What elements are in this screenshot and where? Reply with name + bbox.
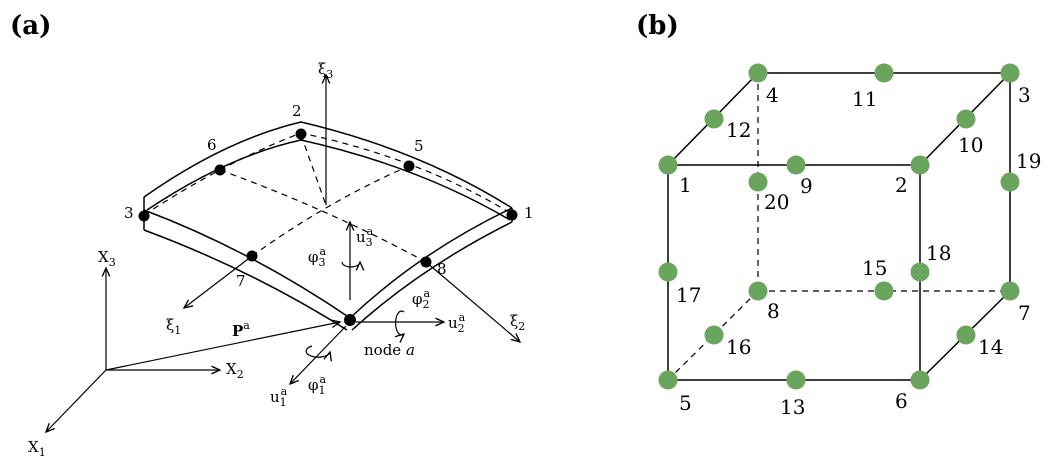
phi2-label: φ2a	[412, 287, 431, 311]
hex-node-label-17: 17	[676, 283, 701, 307]
hex-node-label-15: 15	[862, 256, 887, 280]
hex-node-label-9: 9	[800, 174, 813, 198]
shell-node-8	[420, 256, 432, 268]
hex-node-label-2: 2	[895, 173, 908, 197]
phi2-rotation	[396, 310, 404, 335]
hex-node-14	[956, 325, 976, 345]
hex-node-label-4: 4	[766, 83, 779, 107]
shell-node-5	[403, 160, 415, 172]
hex-node-label-18: 18	[926, 241, 951, 265]
shell-node-label-1: 1	[524, 204, 534, 222]
shell-front-left-edge-bottom	[143, 229, 348, 331]
hex-node-15	[874, 281, 894, 301]
u2-label: u2a	[448, 311, 466, 335]
shell-front-right-edge-bottom	[351, 221, 513, 331]
phi3-label: φ3a	[308, 245, 327, 269]
hex-node-label-8: 8	[767, 299, 780, 323]
shell-node-label-2: 2	[292, 102, 302, 120]
hex-node-10	[956, 109, 976, 129]
xi3-label: ξ3	[318, 60, 333, 81]
hex-node-6	[910, 370, 930, 390]
hex-node-label-13: 13	[780, 395, 805, 419]
panel-a: (a) ξ3 ξ1 ξ2	[10, 11, 534, 459]
local-axes: ξ3 ξ1 ξ2	[166, 60, 525, 342]
node-a-dofs: u3a φ3a u2a φ2a u1a φ1a node a	[270, 222, 466, 409]
hex-node-8	[748, 281, 768, 301]
hex-node-13	[786, 370, 806, 390]
hex-node-3	[1000, 63, 1020, 83]
phi1-label: φ1a	[308, 373, 327, 397]
hex-node-12	[704, 109, 724, 129]
hex-nodes: 1 2 3 4 5 6 7 8 9 10 11 12 13 1	[658, 63, 1041, 419]
hex-node-9	[786, 155, 806, 175]
u1-arrow	[290, 325, 347, 384]
hex-node-1	[658, 155, 678, 175]
hex-node-label-6: 6	[895, 389, 908, 413]
phi3-rotation	[341, 262, 360, 267]
phi1-rotation	[305, 345, 330, 357]
node-a-label: node a	[364, 341, 415, 359]
X2-label: X2	[226, 360, 244, 381]
shell-mid-dashed-edge	[143, 132, 513, 216]
shell-top-back-edge	[143, 121, 513, 209]
shell-node-3	[138, 210, 150, 222]
hex-node-label-10: 10	[958, 133, 983, 157]
hex-node-label-16: 16	[726, 335, 751, 359]
shell-nodes: 1 2 3 5 6 7 8	[124, 102, 534, 326]
panel-b: (b) 1 2 3 4	[636, 11, 1041, 419]
shell-node-2	[295, 128, 307, 140]
X1-axis	[46, 369, 107, 432]
hex-node-2	[910, 155, 930, 175]
hex-node-11	[874, 63, 894, 83]
hex-node-label-12: 12	[726, 118, 751, 142]
hex-node-label-20: 20	[764, 190, 789, 214]
position-vector-label: Pa	[232, 319, 250, 340]
shell-node-label-3: 3	[124, 204, 134, 222]
hex-node-label-1: 1	[679, 173, 692, 197]
shell-dash-7-5	[251, 165, 410, 257]
hex-node-label-19: 19	[1016, 149, 1041, 173]
hex-node-18	[910, 262, 930, 282]
hex-node-label-5: 5	[679, 391, 692, 415]
xi2-axis	[425, 261, 520, 342]
u3-label: u3a	[356, 225, 374, 249]
xi2-label: ξ2	[510, 312, 525, 333]
hex-node-16	[704, 325, 724, 345]
hex-node-label-11: 11	[852, 87, 877, 111]
X1-label: X1	[28, 438, 46, 459]
shell-element	[143, 121, 513, 331]
hex-node-7	[1000, 281, 1020, 301]
node-a-point	[344, 314, 356, 326]
xi1-axis	[184, 255, 253, 308]
shell-node-1	[506, 209, 518, 221]
hex-node-4	[748, 63, 768, 83]
position-vector-Pa	[105, 322, 340, 371]
shell-node-6	[214, 164, 226, 176]
hex-node-19	[1000, 172, 1020, 192]
shell-node-label-7: 7	[236, 272, 246, 290]
hex-node-label-7: 7	[1018, 301, 1031, 325]
xi1-label: ξ1	[166, 316, 181, 337]
shell-dash-2-origin	[300, 134, 327, 206]
global-axes: X3 X2 X1 Pa	[28, 248, 340, 459]
shell-node-7	[246, 250, 258, 262]
shell-dash-6-8	[219, 169, 427, 263]
panel-a-label: (a)	[10, 11, 51, 41]
hex-node-label-3: 3	[1018, 83, 1031, 107]
shell-node-label-6: 6	[207, 136, 217, 154]
hex-node-20	[748, 172, 768, 192]
u1-label: u1a	[270, 385, 288, 409]
X3-label: X3	[98, 248, 116, 269]
shell-top-inner-edge	[146, 139, 511, 221]
shell-node-label-8: 8	[437, 260, 447, 278]
shell-node-label-5: 5	[414, 137, 424, 155]
hex-node-5	[658, 370, 678, 390]
panel-b-label: (b)	[636, 11, 679, 41]
hex-node-17	[658, 262, 678, 282]
hex-node-label-14: 14	[978, 335, 1003, 359]
